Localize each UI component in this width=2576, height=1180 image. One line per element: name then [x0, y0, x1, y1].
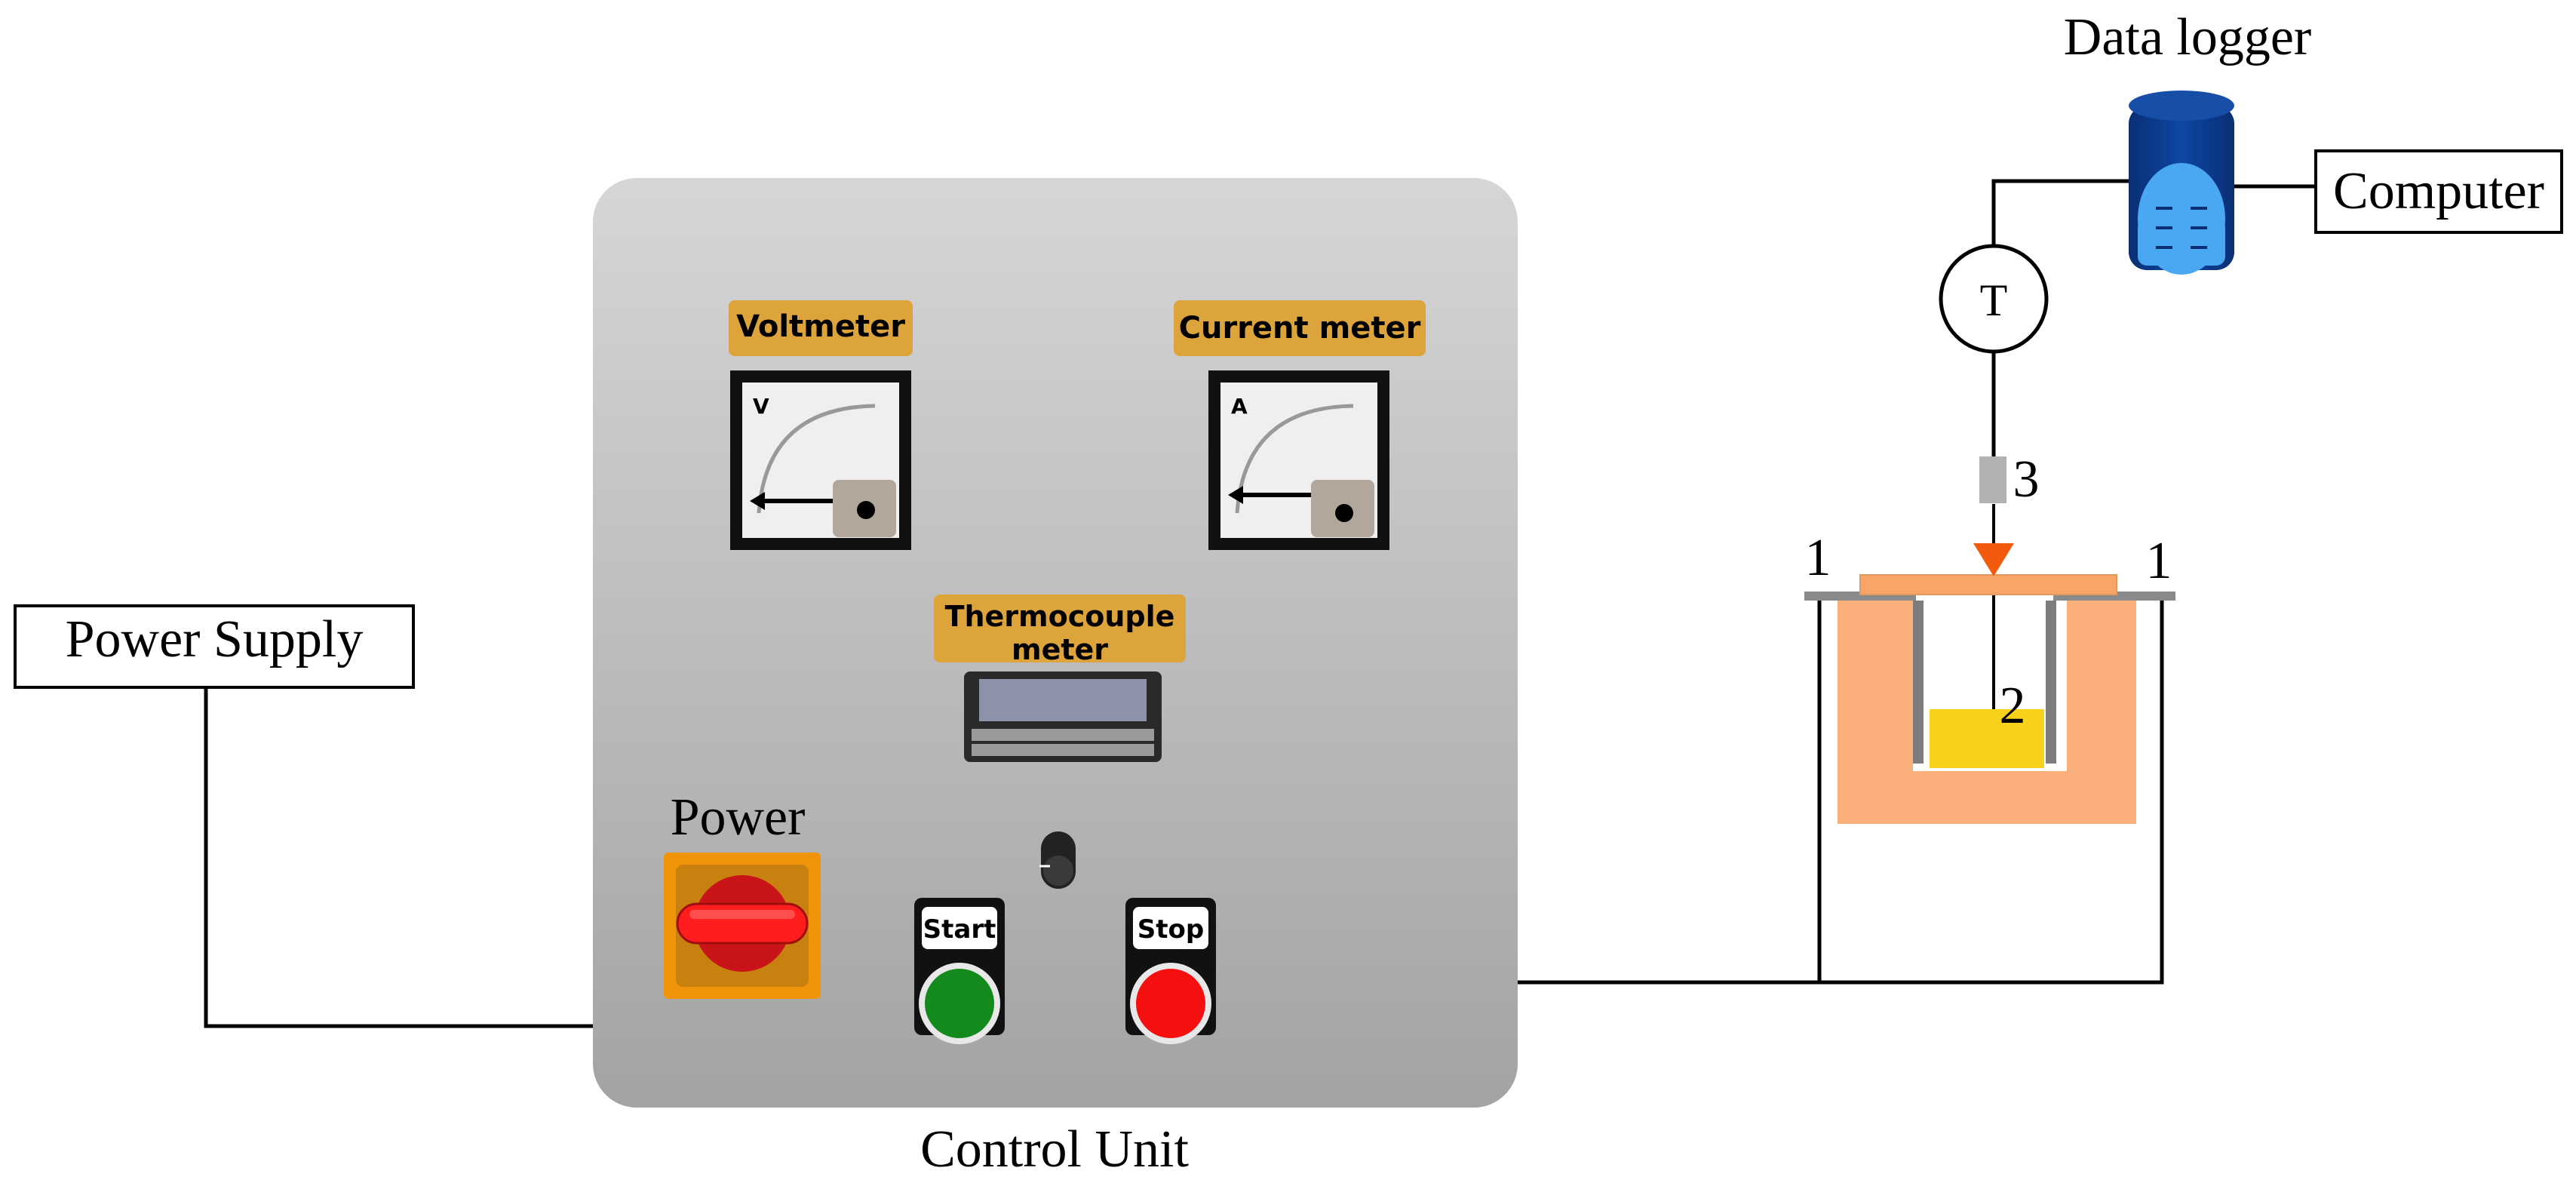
- voltmeter-label-bg: [729, 300, 913, 356]
- thermocouple-circle: [1939, 244, 2049, 354]
- thermocouple-label-line1: Thermocouple: [945, 600, 1175, 633]
- current-meter-pivot-dot: [1335, 504, 1353, 522]
- power-supply-box: [14, 604, 415, 689]
- thermocouple-nozzle: [1973, 543, 2014, 576]
- furnace: 1 1 2 3: [1804, 450, 2175, 824]
- thermocouple-symbol: T: [1939, 244, 2049, 354]
- thermocouple-sheath: [1979, 456, 2006, 503]
- furnace-cover: [1859, 574, 2117, 595]
- selector-knob-cap[interactable]: [1043, 856, 1073, 886]
- data-logger-screen-lower: [2138, 219, 2225, 266]
- voltmeter: Voltmeter V: [729, 300, 913, 550]
- data-logger-screen-lines: [2156, 207, 2207, 249]
- voltmeter-scale-arc: [757, 404, 876, 514]
- callout-3: 3: [2013, 450, 2040, 509]
- supply-wire: [204, 687, 596, 1028]
- furnace-insulation-bottom: [1838, 771, 2136, 824]
- callout-2: 2: [2000, 677, 2026, 735]
- computer: Computer: [2314, 149, 2563, 234]
- computer-label: Computer: [2333, 162, 2544, 220]
- data-logger: Data logger: [2064, 8, 2311, 275]
- power-switch-handle-highlight: [689, 910, 795, 919]
- callout-1-left: 1: [1805, 529, 1831, 587]
- voltmeter-needle-tip: [750, 492, 765, 510]
- current-meter-label: Current meter: [1179, 311, 1421, 346]
- selector-knob[interactable]: [1039, 831, 1076, 889]
- crucible-wall-right: [2046, 601, 2056, 764]
- data-logger-label: Data logger: [2064, 8, 2311, 66]
- computer-box: [2314, 149, 2563, 234]
- current-meter-label-bg: [1174, 300, 1426, 356]
- thermocouple-display-strip-2: [972, 744, 1154, 756]
- thermocouple-meter: Thermocouple meter: [934, 595, 1186, 762]
- voltmeter-label: Voltmeter: [736, 309, 905, 344]
- control-unit: Voltmeter V Current meter A Ther: [593, 178, 1518, 1108]
- thermocouple-symbol-label: T: [1980, 275, 2008, 325]
- current-meter-unit: A: [1231, 394, 1248, 419]
- stop-button-label-bg: [1133, 907, 1208, 949]
- crucible-wall-left: [1913, 601, 1924, 764]
- voltmeter-unit: V: [753, 394, 769, 419]
- current-meter: Current meter A: [1174, 300, 1426, 550]
- power-label: Power: [671, 788, 806, 847]
- stop-button-label: Stop: [1138, 914, 1204, 945]
- data-logger-top: [2129, 91, 2234, 121]
- power-switch-handle[interactable]: [676, 902, 809, 945]
- thermocouple-label-bg: [934, 595, 1186, 662]
- thermocouple-display-screen: [979, 679, 1147, 721]
- furnace-frame-wire: [1817, 596, 2164, 985]
- power-switch[interactable]: [664, 853, 821, 999]
- current-meter-needle-tip: [1228, 486, 1243, 504]
- callout-1-right: 1: [2146, 532, 2172, 590]
- stop-button-red[interactable]: [1136, 969, 1205, 1038]
- start-button-label-bg: [922, 907, 997, 949]
- start-button-label: Start: [923, 914, 996, 945]
- thermocouple-display-strip: [972, 729, 1154, 741]
- power-supply: Power Supply: [14, 604, 415, 689]
- power-supply-label: Power Supply: [66, 610, 364, 668]
- start-button-green[interactable]: [925, 969, 994, 1038]
- molten-sample: [1930, 709, 2044, 768]
- thermocouple-label-line2: meter: [1012, 633, 1108, 666]
- start-button[interactable]: Start: [914, 898, 1005, 1044]
- control-unit-label: Control Unit: [920, 1120, 1189, 1178]
- thermocouple-lead-top: [1991, 179, 2131, 260]
- voltmeter-pivot-dot: [857, 501, 875, 519]
- stop-button[interactable]: Stop: [1125, 898, 1216, 1044]
